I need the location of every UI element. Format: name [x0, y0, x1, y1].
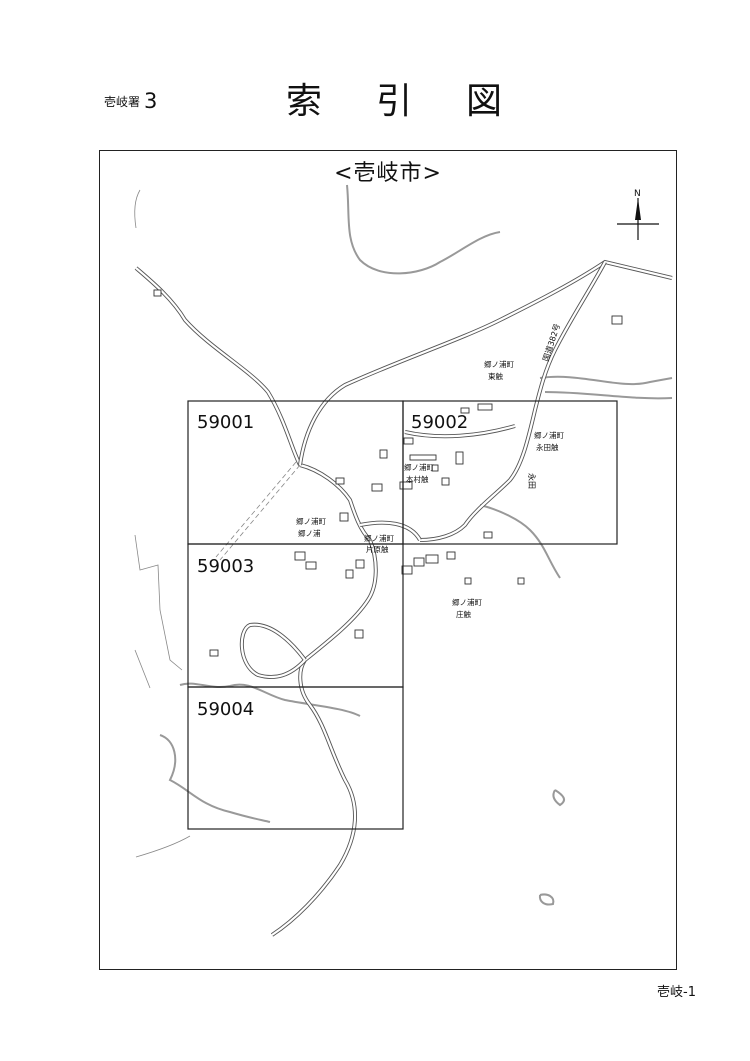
- place-label: 片原触: [366, 544, 389, 554]
- place-label: 庄触: [456, 609, 471, 619]
- north-label: N: [634, 189, 641, 199]
- grid-cell-59002[interactable]: [402, 400, 618, 545]
- place-label: 郷ノ浦町: [534, 430, 564, 440]
- roads: [134, 259, 673, 937]
- coastlines: [134, 184, 673, 906]
- cell-label-59003: 59003: [197, 556, 254, 577]
- nagata-road-label: 永田: [527, 473, 537, 489]
- place-label: 郷ノ浦: [298, 528, 321, 538]
- place-label: 郷ノ浦町: [364, 533, 394, 543]
- city-label: <壱岐市>: [334, 161, 442, 186]
- place-label: 本村触: [406, 474, 429, 484]
- buildings: [153, 289, 623, 657]
- place-names: 郷ノ浦町 東触 郷ノ浦町 永田触 郷ノ浦町 本村触 郷ノ浦町 郷ノ浦 郷ノ浦町 …: [296, 359, 564, 619]
- page-title: 索引図: [286, 81, 557, 122]
- office-name: 壱岐署: [104, 95, 141, 109]
- cell-label-59002: 59002: [411, 412, 468, 433]
- cell-label-59004: 59004: [197, 699, 254, 720]
- cell-label-59001: 59001: [197, 412, 254, 433]
- map-frame: <壱岐市>: [99, 150, 677, 970]
- index-grid: 59001 59002 59003 59004: [187, 400, 618, 830]
- place-label: 郷ノ浦町: [296, 516, 326, 526]
- grid-cell-59004[interactable]: [187, 686, 404, 830]
- place-label: 永田触: [536, 442, 559, 452]
- sheet-number: 壱岐-1: [657, 985, 696, 1000]
- office-number: 3: [144, 89, 158, 113]
- place-label: 東触: [488, 371, 503, 381]
- north-arrow: N: [617, 189, 659, 240]
- place-label: 郷ノ浦町: [484, 359, 514, 369]
- place-label: 郷ノ浦町: [452, 597, 482, 607]
- place-label: 郷ノ浦町: [404, 462, 434, 472]
